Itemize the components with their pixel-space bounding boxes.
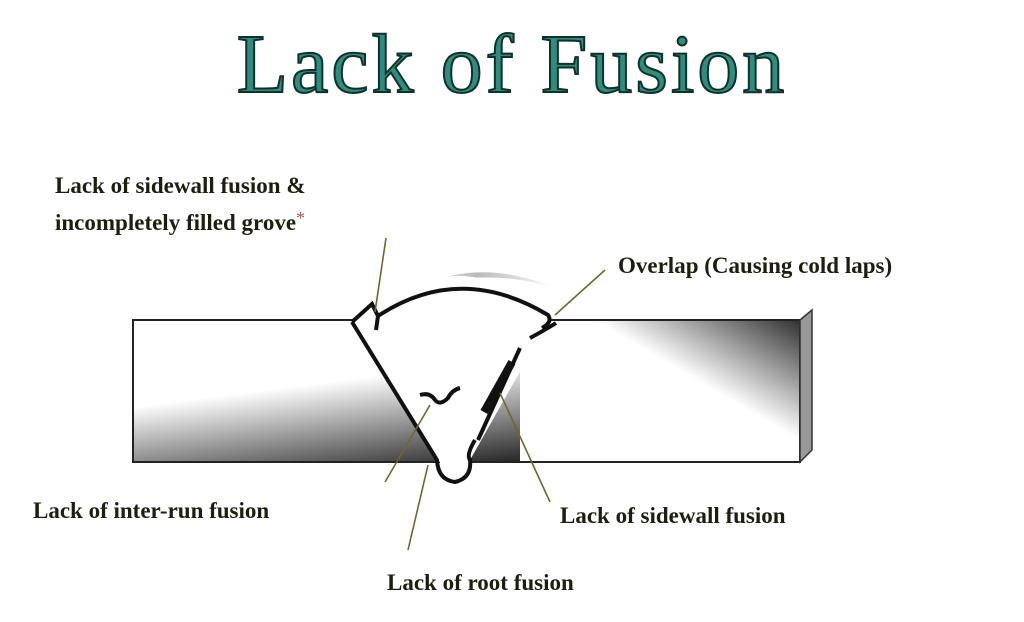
label-sidewall-groove-line1: Lack of sidewall fusion & xyxy=(55,173,305,198)
label-inter-run: Lack of inter-run fusion xyxy=(33,498,269,523)
sidewall-defect xyxy=(480,360,516,414)
label-overlap: Overlap (Causing cold laps) xyxy=(618,253,892,278)
asterisk: * xyxy=(296,208,305,228)
label-sidewall: Lack of sidewall fusion xyxy=(560,503,786,528)
label-sidewall-groove-line2: incompletely filled grove* xyxy=(55,208,305,235)
leader-lines xyxy=(374,237,606,551)
inter-run-defect xyxy=(419,386,461,405)
label-root: Lack of root fusion xyxy=(387,570,574,595)
diagram-title: Lack of Fusion xyxy=(237,18,788,111)
